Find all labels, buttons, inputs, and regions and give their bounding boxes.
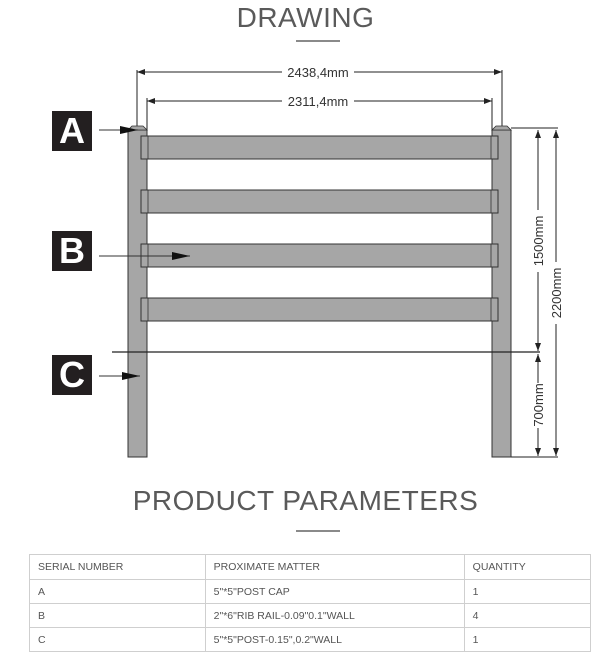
- above-ground-dimension: 1500mm: [531, 130, 546, 351]
- rail-1: [140, 135, 499, 160]
- rail-2: [140, 189, 499, 214]
- label-b-rail: B: [52, 231, 92, 271]
- overall-width-label: 2438,4mm: [287, 65, 348, 80]
- total-height-label: 2200mm: [549, 268, 564, 319]
- right-post: [491, 125, 512, 458]
- rail-width-label: 2311,4mm: [288, 94, 348, 109]
- cell-serial: C: [29, 627, 206, 652]
- cell-serial: A: [29, 579, 206, 604]
- left-post: [127, 125, 148, 458]
- rail-width-dimension: 2311,4mm: [147, 94, 492, 109]
- rail-4: [140, 297, 499, 322]
- header-quantity: QUANTITY: [463, 554, 592, 580]
- title-underline: [296, 530, 340, 532]
- left-post-cap: [127, 125, 148, 131]
- drawing-title: DRAWING: [236, 2, 375, 33]
- cell-serial: B: [29, 603, 206, 628]
- right-post-cap: [491, 125, 512, 131]
- title-underline: [296, 40, 340, 42]
- parameters-title: PRODUCT PARAMETERS: [132, 485, 479, 516]
- label-c-post: C: [52, 355, 92, 395]
- table-header-row: SERIAL NUMBER PROXIMATE MATTER QUANTITY: [29, 554, 592, 580]
- below-ground-dimension: 700mm: [531, 354, 546, 456]
- cell-quantity: 1: [463, 579, 592, 604]
- header-proximate-matter: PROXIMATE MATTER: [204, 554, 465, 580]
- above-ground-label: 1500mm: [531, 216, 546, 267]
- total-height-dimension: 2200mm: [549, 130, 564, 456]
- table-row: B 2"*6"RIB RAIL-0.09"0.1"WALL 4: [29, 603, 592, 628]
- rail-3: [140, 243, 499, 268]
- cell-matter: 5"*5"POST-0.15",0.2"WALL: [204, 627, 465, 652]
- fence-drawing: 2438,4mm 2311,4mm: [99, 65, 564, 458]
- cell-matter: 2"*6"RIB RAIL-0.09"0.1"WALL: [204, 603, 465, 628]
- below-ground-label: 700mm: [531, 383, 546, 426]
- table-row: C 5"*5"POST-0.15",0.2"WALL 1: [29, 627, 592, 652]
- cell-quantity: 1: [463, 627, 592, 652]
- cell-quantity: 4: [463, 603, 592, 628]
- cell-matter: 5"*5"POST CAP: [204, 579, 465, 604]
- table-row: A 5"*5"POST CAP 1: [29, 579, 592, 604]
- label-a-post-cap: A: [52, 111, 92, 151]
- overall-width-dimension: 2438,4mm: [137, 65, 502, 80]
- header-serial-number: SERIAL NUMBER: [29, 554, 206, 580]
- parameters-table: SERIAL NUMBER PROXIMATE MATTER QUANTITY …: [29, 554, 592, 652]
